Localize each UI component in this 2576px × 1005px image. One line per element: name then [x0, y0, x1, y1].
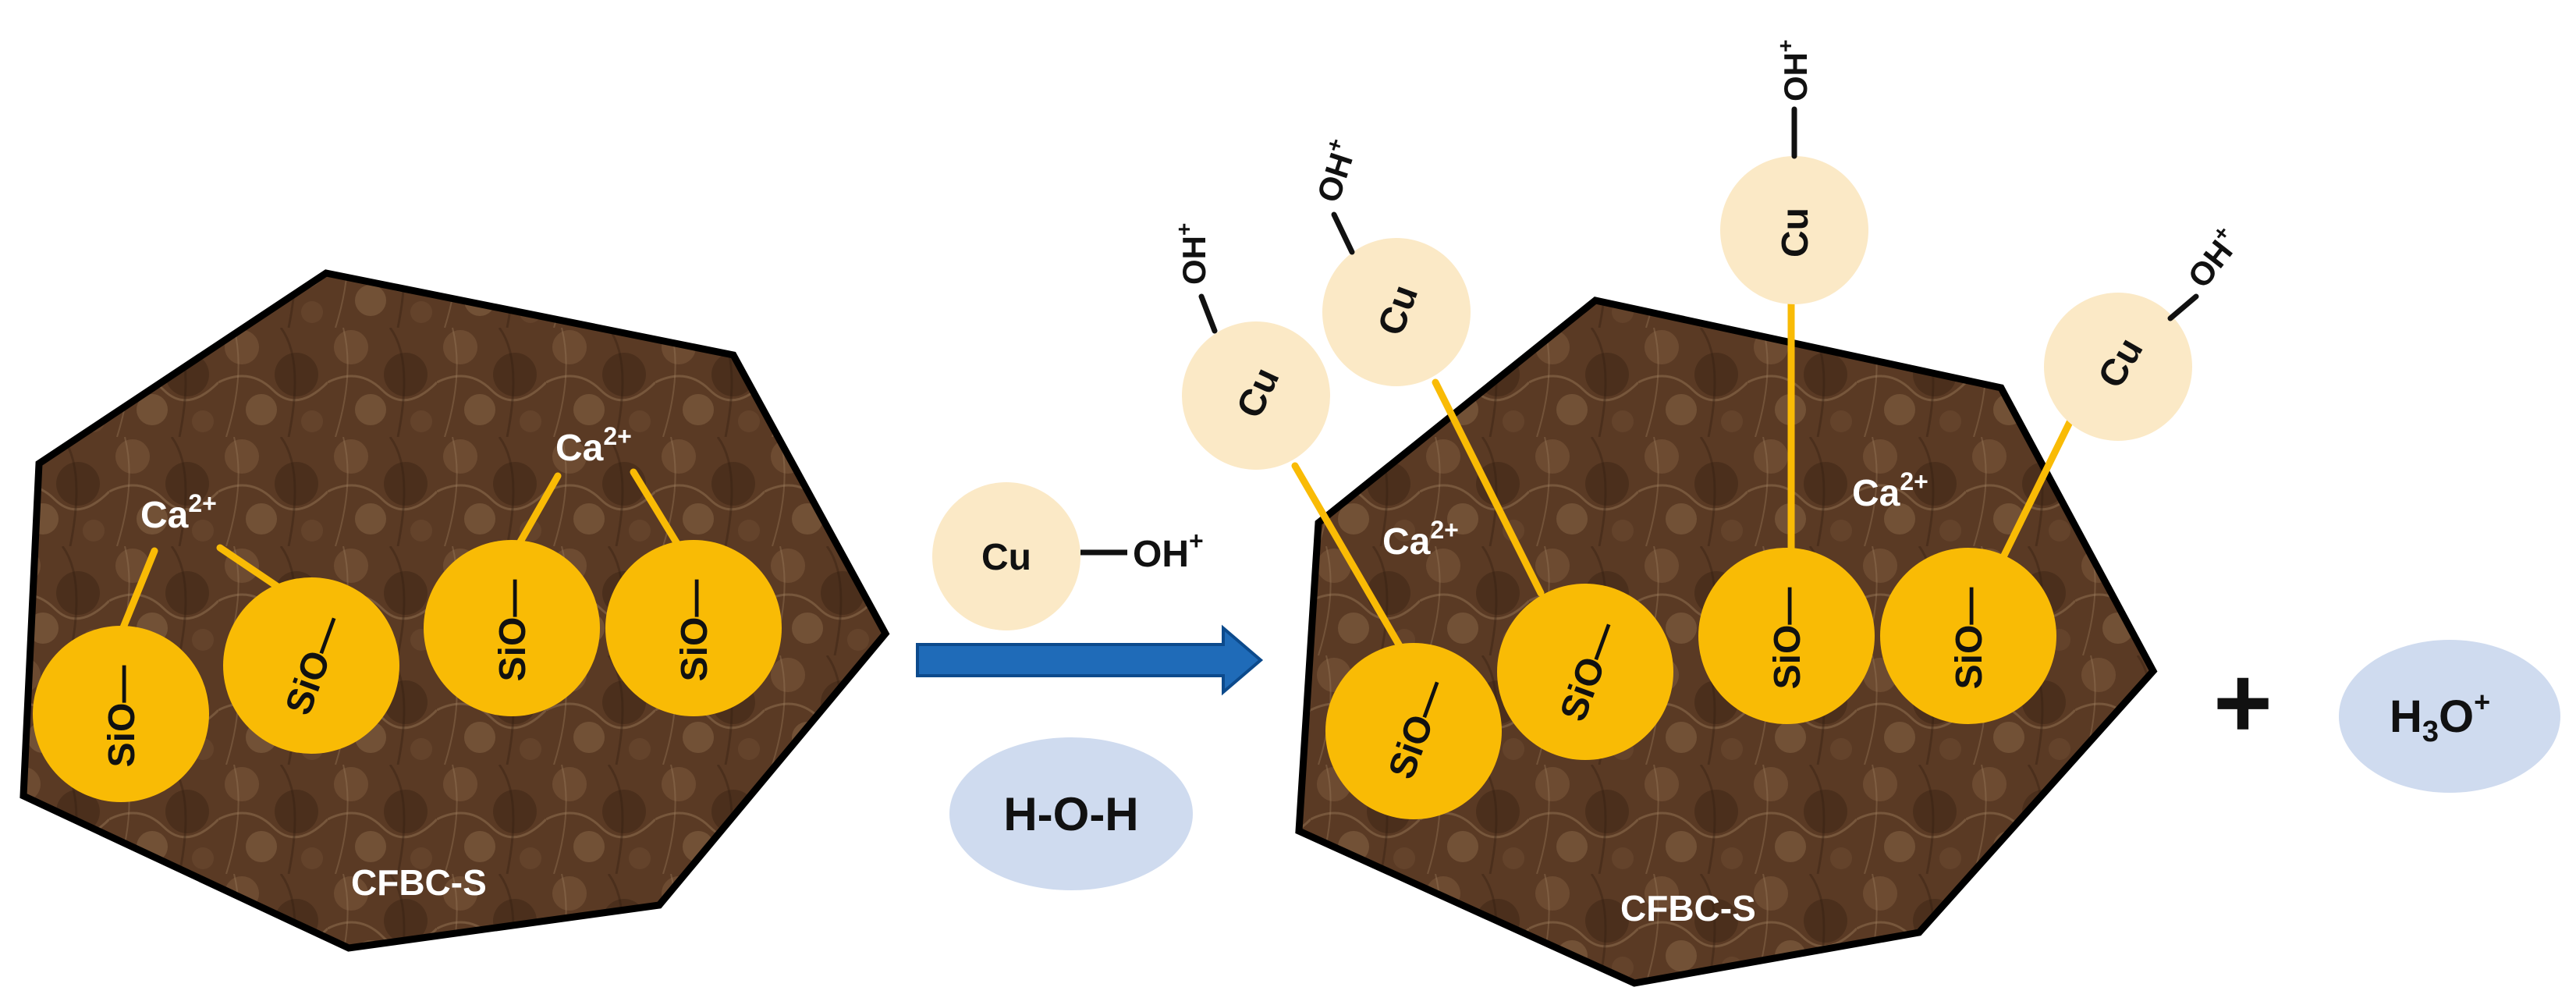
right-sio-sphere-4 [1880, 548, 2056, 724]
products: + H3O+ [2213, 640, 2560, 793]
right-bond-1 [1291, 462, 1408, 658]
left-particle: SiO— SiO— SiO— SiO— Ca2+ Ca2+ CFBC-S [20, 269, 890, 952]
water-ellipse [949, 737, 1193, 890]
right-cu-oh-bonds [1198, 106, 2199, 334]
right-oh-bond-2 [1331, 211, 1355, 255]
right-oh-bond-1 [1198, 293, 1218, 334]
hydronium-label: H3O+ [2390, 686, 2490, 748]
left-sio-label-3: SiO— [492, 580, 534, 682]
left-ca-label-1: Ca2+ [140, 489, 217, 536]
left-bond-4 [630, 468, 683, 550]
left-sio-sphere-1 [33, 626, 209, 802]
left-bond-2 [216, 544, 289, 595]
left-bond-1 [116, 547, 158, 639]
reagents: Cu OH+ H-O-H [916, 482, 1264, 890]
right-cu-sphere-2 [1322, 238, 1471, 386]
left-ca-label-2: Ca2+ [555, 422, 632, 469]
right-sio-label-3: SiO— [1767, 588, 1808, 690]
left-sio-sphere-3 [424, 540, 600, 716]
right-bond-4 [1993, 415, 2075, 574]
hydronium-ellipse [2339, 640, 2560, 793]
reaction-arrow [916, 624, 1264, 696]
right-ca-label-2: Ca2+ [1852, 467, 1928, 514]
right-oh-bond-4 [2167, 293, 2199, 321]
left-sio-sphere-4 [605, 540, 782, 716]
left-particle-label: CFBC-S [351, 862, 487, 903]
left-sio-label-1: SiO— [101, 666, 143, 768]
right-bonds [1291, 297, 2075, 658]
reagent-cu-sphere [932, 482, 1080, 630]
right-cu-sphere-4 [2044, 293, 2192, 441]
right-cu-label-3: Cu [1775, 208, 1816, 257]
reagent-oh-label: OH+ [1133, 527, 1204, 575]
right-oh-label-3: OH+ [1773, 40, 1814, 101]
plus-sign: + [2213, 645, 2273, 759]
left-sio-label-4: SiO— [674, 580, 715, 682]
right-oh-label-4: OH+ [2177, 221, 2248, 295]
right-oh-label-1: OH+ [1172, 223, 1212, 285]
right-particle: Cu Cu Cu Cu OH+ OH+ OH+ OH+ SiO— SiO— Si… [1172, 40, 2248, 987]
right-particle-label: CFBC-S [1620, 888, 1756, 929]
reagent-cu-label: Cu [981, 537, 1031, 578]
right-sio-sphere-1 [1325, 643, 1502, 819]
right-sio-sphere-2 [1497, 584, 1673, 760]
right-cu-sphere-3 [1720, 156, 1868, 304]
right-ca-label-1: Ca2+ [1382, 516, 1459, 563]
right-sio-label-4: SiO— [1949, 588, 1990, 690]
right-oh-label-2: OH+ [1306, 135, 1364, 207]
right-bond-2 [1432, 378, 1545, 597]
water-label: H-O-H [1003, 788, 1138, 840]
right-cu-sphere-1 [1182, 321, 1330, 470]
right-sio-sphere-3 [1698, 548, 1875, 724]
left-sio-sphere-2 [223, 577, 399, 754]
